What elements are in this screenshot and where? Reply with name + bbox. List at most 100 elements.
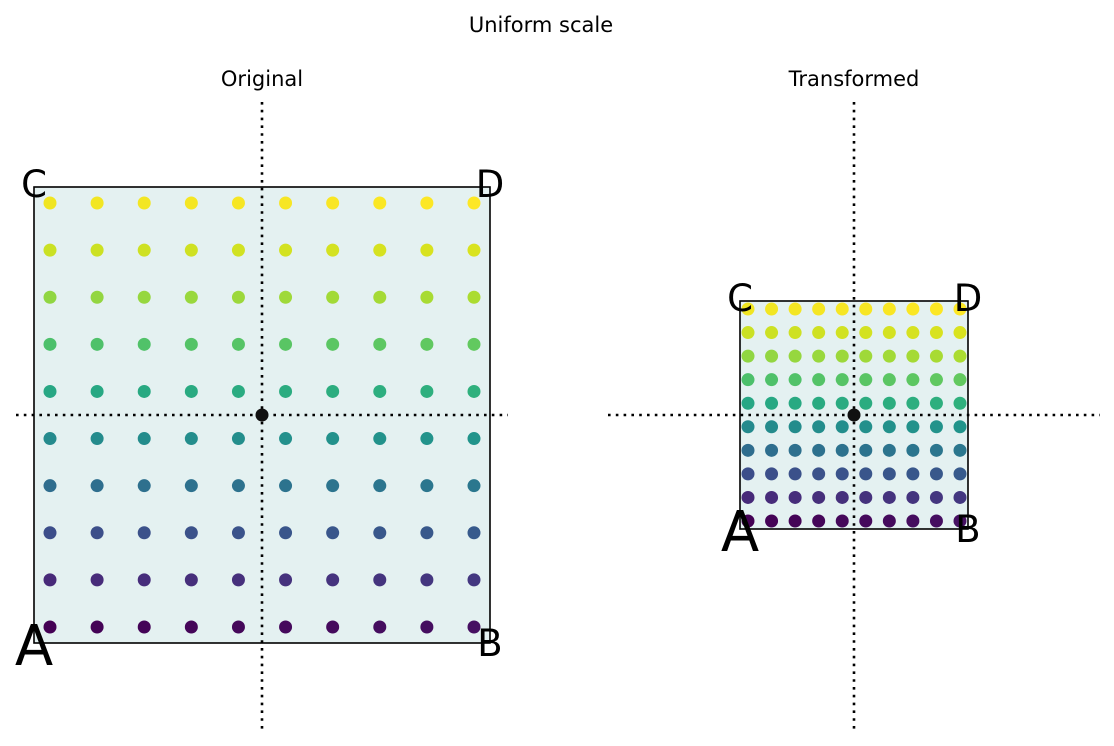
grid-point [90, 290, 104, 304]
grid-point [90, 526, 104, 540]
grid-point [231, 573, 245, 587]
grid-point [43, 196, 57, 210]
grid-point [882, 490, 896, 504]
grid-point [467, 432, 481, 446]
corner-label-d: D [476, 163, 505, 206]
grid-point [373, 243, 387, 257]
grid-point [929, 396, 943, 410]
grid-point [906, 302, 920, 316]
grid-point [279, 196, 293, 210]
grid-point [184, 526, 198, 540]
grid-point [184, 573, 198, 587]
grid-point [765, 396, 779, 410]
grid-point [812, 443, 826, 457]
grid-point [741, 420, 755, 434]
grid-point [953, 326, 967, 340]
grid-point [373, 337, 387, 351]
grid-point [741, 349, 755, 363]
corner-label-c: C [21, 163, 47, 206]
grid-point [137, 573, 151, 587]
grid-point [906, 467, 920, 481]
grid-point [326, 337, 340, 351]
grid-point [953, 514, 967, 528]
grid-point [788, 514, 802, 528]
grid-point [741, 326, 755, 340]
grid-point [812, 302, 826, 316]
grid-point [765, 373, 779, 387]
grid-point [137, 526, 151, 540]
grid-point [859, 326, 873, 340]
grid-point [765, 302, 779, 316]
grid-point [741, 490, 755, 504]
grid-point [953, 443, 967, 457]
grid-point [231, 384, 245, 398]
grid-point [373, 290, 387, 304]
grid-point [788, 302, 802, 316]
grid-point [279, 573, 293, 587]
grid-point [43, 526, 57, 540]
grid-point [765, 467, 779, 481]
grid-point [741, 467, 755, 481]
grid-point [741, 373, 755, 387]
grid-point [906, 490, 920, 504]
grid-point [90, 432, 104, 446]
grid-point [43, 573, 57, 587]
grid-point [788, 349, 802, 363]
grid-point [953, 349, 967, 363]
grid-point [373, 384, 387, 398]
grid-point [43, 620, 57, 634]
grid-point [906, 326, 920, 340]
grid-point [373, 196, 387, 210]
grid-point [420, 196, 434, 210]
grid-point [373, 526, 387, 540]
origin-point [255, 408, 269, 422]
grid-point [929, 326, 943, 340]
grid-point [788, 396, 802, 410]
grid-point [137, 290, 151, 304]
grid-point [765, 490, 779, 504]
grid-point [326, 432, 340, 446]
grid-point [929, 467, 943, 481]
grid-point [137, 243, 151, 257]
grid-point [90, 573, 104, 587]
grid-point [90, 479, 104, 493]
grid-point [835, 420, 849, 434]
grid-point [43, 337, 57, 351]
grid-point [906, 443, 920, 457]
grid-point [788, 490, 802, 504]
origin-point [847, 408, 861, 422]
grid-point [906, 514, 920, 528]
grid-point [953, 490, 967, 504]
grid-point [326, 573, 340, 587]
grid-point [184, 384, 198, 398]
grid-point [765, 349, 779, 363]
grid-point [420, 620, 434, 634]
grid-point [882, 373, 896, 387]
grid-point [882, 326, 896, 340]
grid-point [929, 443, 943, 457]
grid-point [788, 420, 802, 434]
grid-point [279, 620, 293, 634]
grid-point [184, 479, 198, 493]
grid-point [137, 337, 151, 351]
grid-point [184, 620, 198, 634]
corner-label-d: D [954, 277, 983, 320]
corner-label-a: A [15, 614, 53, 679]
grid-point [467, 196, 481, 210]
grid-point [882, 467, 896, 481]
grid-point [137, 620, 151, 634]
grid-point [231, 290, 245, 304]
grid-point [835, 396, 849, 410]
grid-point [765, 420, 779, 434]
grid-point [765, 326, 779, 340]
grid-point [326, 620, 340, 634]
grid-point [859, 302, 873, 316]
grid-point [420, 384, 434, 398]
grid-point [812, 467, 826, 481]
grid-point [90, 384, 104, 398]
grid-point [467, 384, 481, 398]
grid-point [467, 620, 481, 634]
